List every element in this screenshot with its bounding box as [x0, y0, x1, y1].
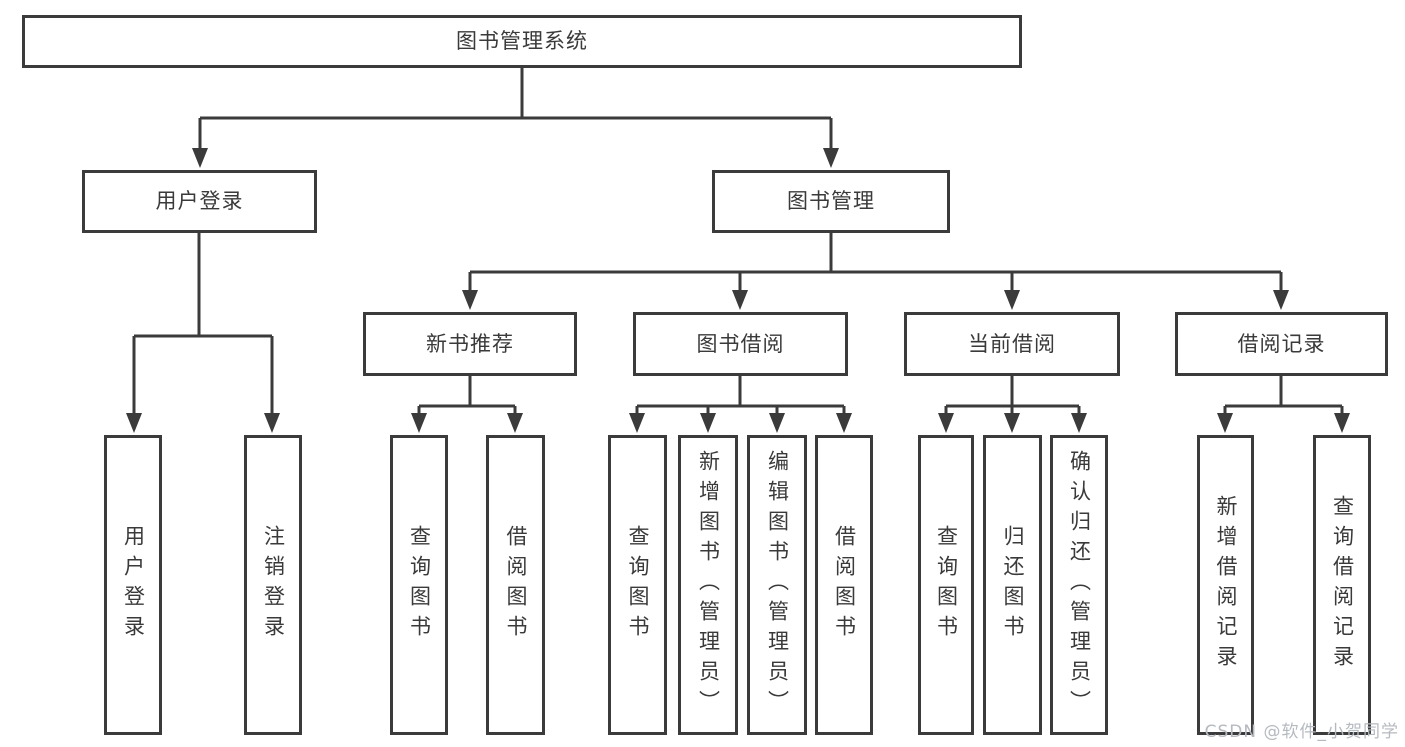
node-label: 查询图书	[934, 525, 959, 645]
leaf-current-confirm-return-admin: 确认归还（管理员）	[1050, 435, 1108, 735]
node-book-borrow: 图书借阅	[633, 312, 848, 376]
leaf-records-add-borrow-record: 新增借阅记录	[1197, 435, 1254, 735]
node-label: 归还图书	[1001, 525, 1025, 645]
leaf-recommend-borrow-books: 借阅图书	[486, 435, 545, 735]
node-label: 用户登录	[121, 525, 146, 645]
node-label: 查询图书	[407, 525, 432, 645]
connector-book-management-children	[468, 233, 1283, 294]
node-label: 图书管理	[787, 189, 875, 213]
node-label: 借阅图书	[832, 525, 857, 645]
node-root-library-management-system: 图书管理系统	[22, 15, 1022, 68]
node-label: 查询图书	[626, 525, 650, 645]
arrowhead-user-login-branch	[192, 148, 208, 168]
csdn-watermark: CSDN @软件_小贺同学	[1204, 722, 1399, 742]
leaf-borrow-add-books-admin: 新增图书（管理员）	[678, 435, 738, 735]
leaf-current-return-books: 归还图书	[983, 435, 1042, 735]
node-label: 新书推荐	[426, 331, 514, 356]
leaf-user-login: 用户登录	[104, 435, 162, 735]
node-label: 图书管理系统	[456, 29, 588, 53]
leaf-logout: 注销登录	[244, 435, 302, 735]
node-label: 查询借阅记录	[1330, 495, 1355, 675]
node-user-login-module: 用户登录	[82, 170, 317, 233]
connector-recommend-children	[417, 376, 517, 417]
connector-user-login-children	[132, 233, 274, 417]
node-label: 确认归还（管理员）	[1067, 450, 1092, 720]
node-book-management-module: 图书管理	[712, 170, 950, 233]
node-label: 当前借阅	[968, 331, 1056, 356]
connector-borrow-children	[635, 376, 846, 417]
node-borrow-records: 借阅记录	[1175, 312, 1388, 376]
leaf-borrow-query-books: 查询图书	[608, 435, 667, 735]
node-label: 新增图书（管理员）	[696, 450, 721, 720]
arrowhead-book-management-branch	[823, 148, 839, 168]
node-new-book-recommend: 新书推荐	[363, 312, 577, 376]
leaf-records-query-borrow-record: 查询借阅记录	[1313, 435, 1371, 735]
connector-records-children	[1223, 376, 1344, 417]
node-label: 图书借阅	[696, 331, 785, 356]
leaf-borrow-borrow-books: 借阅图书	[815, 435, 873, 735]
node-current-borrow: 当前借阅	[904, 312, 1120, 376]
node-label: 编辑图书（管理员）	[765, 450, 790, 720]
leaf-recommend-query-books: 查询图书	[390, 435, 448, 735]
node-label: 用户登录	[155, 189, 244, 213]
node-label: 借阅图书	[504, 525, 528, 645]
leaf-current-query-books: 查询图书	[918, 435, 974, 735]
leaf-borrow-edit-books-admin: 编辑图书（管理员）	[747, 435, 807, 735]
connector-root-to-level2	[198, 68, 833, 152]
connector-current-children	[944, 376, 1081, 417]
node-label: 借阅记录	[1237, 331, 1326, 356]
node-label: 新增借阅记录	[1214, 495, 1238, 675]
node-label: 注销登录	[261, 525, 286, 645]
